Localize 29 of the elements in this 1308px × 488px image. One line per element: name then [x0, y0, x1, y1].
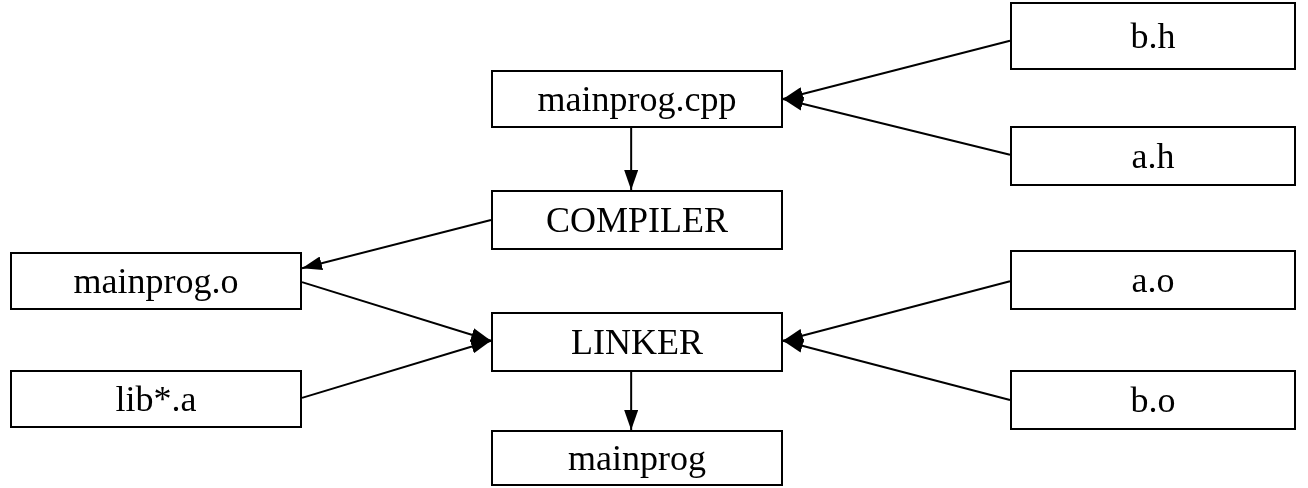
node-label: mainprog [568, 437, 706, 479]
node-label: COMPILER [546, 199, 728, 241]
node-label: a.h [1131, 135, 1175, 177]
arrow [782, 339, 1011, 401]
file-box [1010, 370, 1296, 430]
node-label: a.o [1131, 259, 1175, 301]
file-box [1010, 250, 1296, 310]
node-label: LINKER [571, 321, 703, 363]
file-box [1010, 2, 1296, 70]
file-box [491, 312, 783, 372]
file-box [10, 370, 302, 428]
arrow [301, 219, 492, 271]
node-label: b.h [1130, 15, 1176, 57]
arrow [782, 280, 1011, 343]
arrow [782, 97, 1011, 156]
node-label: b.o [1130, 379, 1176, 421]
arrow [624, 371, 639, 431]
arrow [624, 127, 639, 191]
file-box [491, 70, 783, 128]
node-label: mainprog.o [73, 260, 239, 302]
arrow [782, 39, 1011, 101]
arrow [301, 281, 492, 342]
node-label: mainprog.cpp [537, 78, 737, 120]
file-box [491, 190, 783, 250]
file-box [491, 430, 783, 486]
file-box [10, 252, 302, 310]
node-label: lib*.a [115, 378, 197, 420]
arrow [301, 339, 492, 399]
file-box [1010, 126, 1296, 186]
